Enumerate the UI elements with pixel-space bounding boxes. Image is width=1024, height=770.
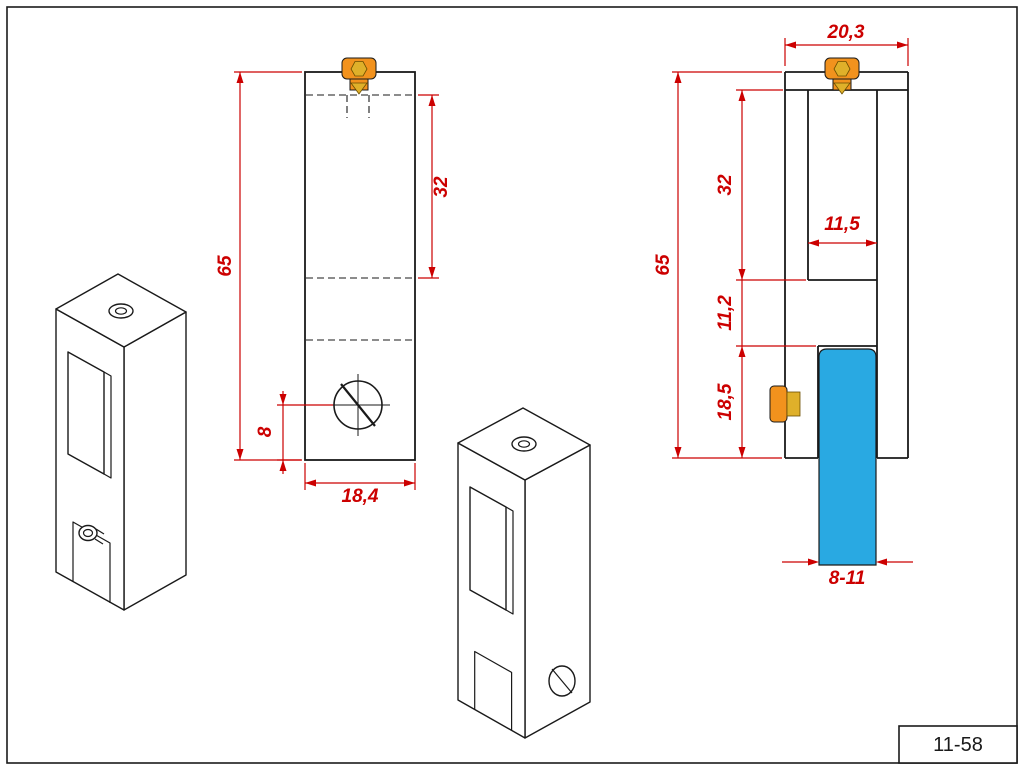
iso-center-screw-head-icon (548, 665, 576, 697)
iso-center-window (469, 486, 507, 611)
dim-label-side-glass-thickness: 8-11 (829, 568, 866, 589)
page-border (6, 6, 1018, 764)
dim-front-hole-offset: 8 (255, 391, 333, 474)
side-set-screw-icon (769, 385, 801, 423)
dim-label-side-depth: 20,3 (827, 22, 865, 43)
iso-view-left (55, 273, 187, 611)
dim-side-jaw-height: 18,5 (715, 346, 746, 458)
dim-side-depth: 20,3 (784, 22, 909, 66)
side-view: 20,3 65 32 11,5 (653, 22, 913, 589)
dim-label-side-slot-width: 11,5 (824, 214, 860, 235)
top-set-screw-front-icon (341, 57, 377, 95)
iso-center-top-hole-icon (511, 436, 537, 452)
dim-side-slot-width: 11,5 (808, 214, 877, 247)
title-block-box (898, 725, 1018, 764)
dim-side-slot-depth: 32 (715, 89, 806, 281)
dim-front-slot-depth: 32 (418, 94, 452, 279)
front-hidden-lines (306, 94, 414, 341)
dim-label-front-hole-offset: 8 (255, 426, 276, 437)
dim-label-front-slot-depth: 32 (431, 176, 452, 198)
iso-center-glass-slot (474, 650, 513, 731)
dim-side-glass-thickness: 8-11 (782, 558, 913, 589)
dim-front-height: 65 (215, 71, 302, 461)
iso-left-window (67, 351, 105, 475)
dim-side-web-height: 11,2 (715, 280, 816, 347)
dim-label-side-slot-depth: 32 (715, 174, 736, 196)
dim-label-front-width: 18,4 (342, 486, 379, 507)
dim-label-side-height: 65 (653, 254, 674, 276)
front-clamp-screw-hole (328, 374, 390, 436)
dim-label-front-height: 65 (215, 255, 236, 277)
top-set-screw-side-icon (824, 57, 860, 95)
iso-left-right-face (123, 311, 187, 611)
dim-label-side-jaw-height: 18,5 (715, 383, 736, 420)
dim-front-width: 18,4 (304, 463, 416, 507)
glass-panel (818, 348, 877, 566)
iso-view-center (457, 407, 591, 739)
front-view: 65 32 8 18,4 (215, 57, 452, 507)
dim-side-height: 65 (653, 71, 782, 459)
iso-left-top-hole-icon (108, 303, 134, 319)
part-number-text: 11-58 (933, 734, 983, 756)
title-block: 11-58 (898, 725, 1018, 764)
iso-left-screw-icon (78, 524, 105, 545)
dim-label-side-web-height: 11,2 (715, 295, 736, 331)
